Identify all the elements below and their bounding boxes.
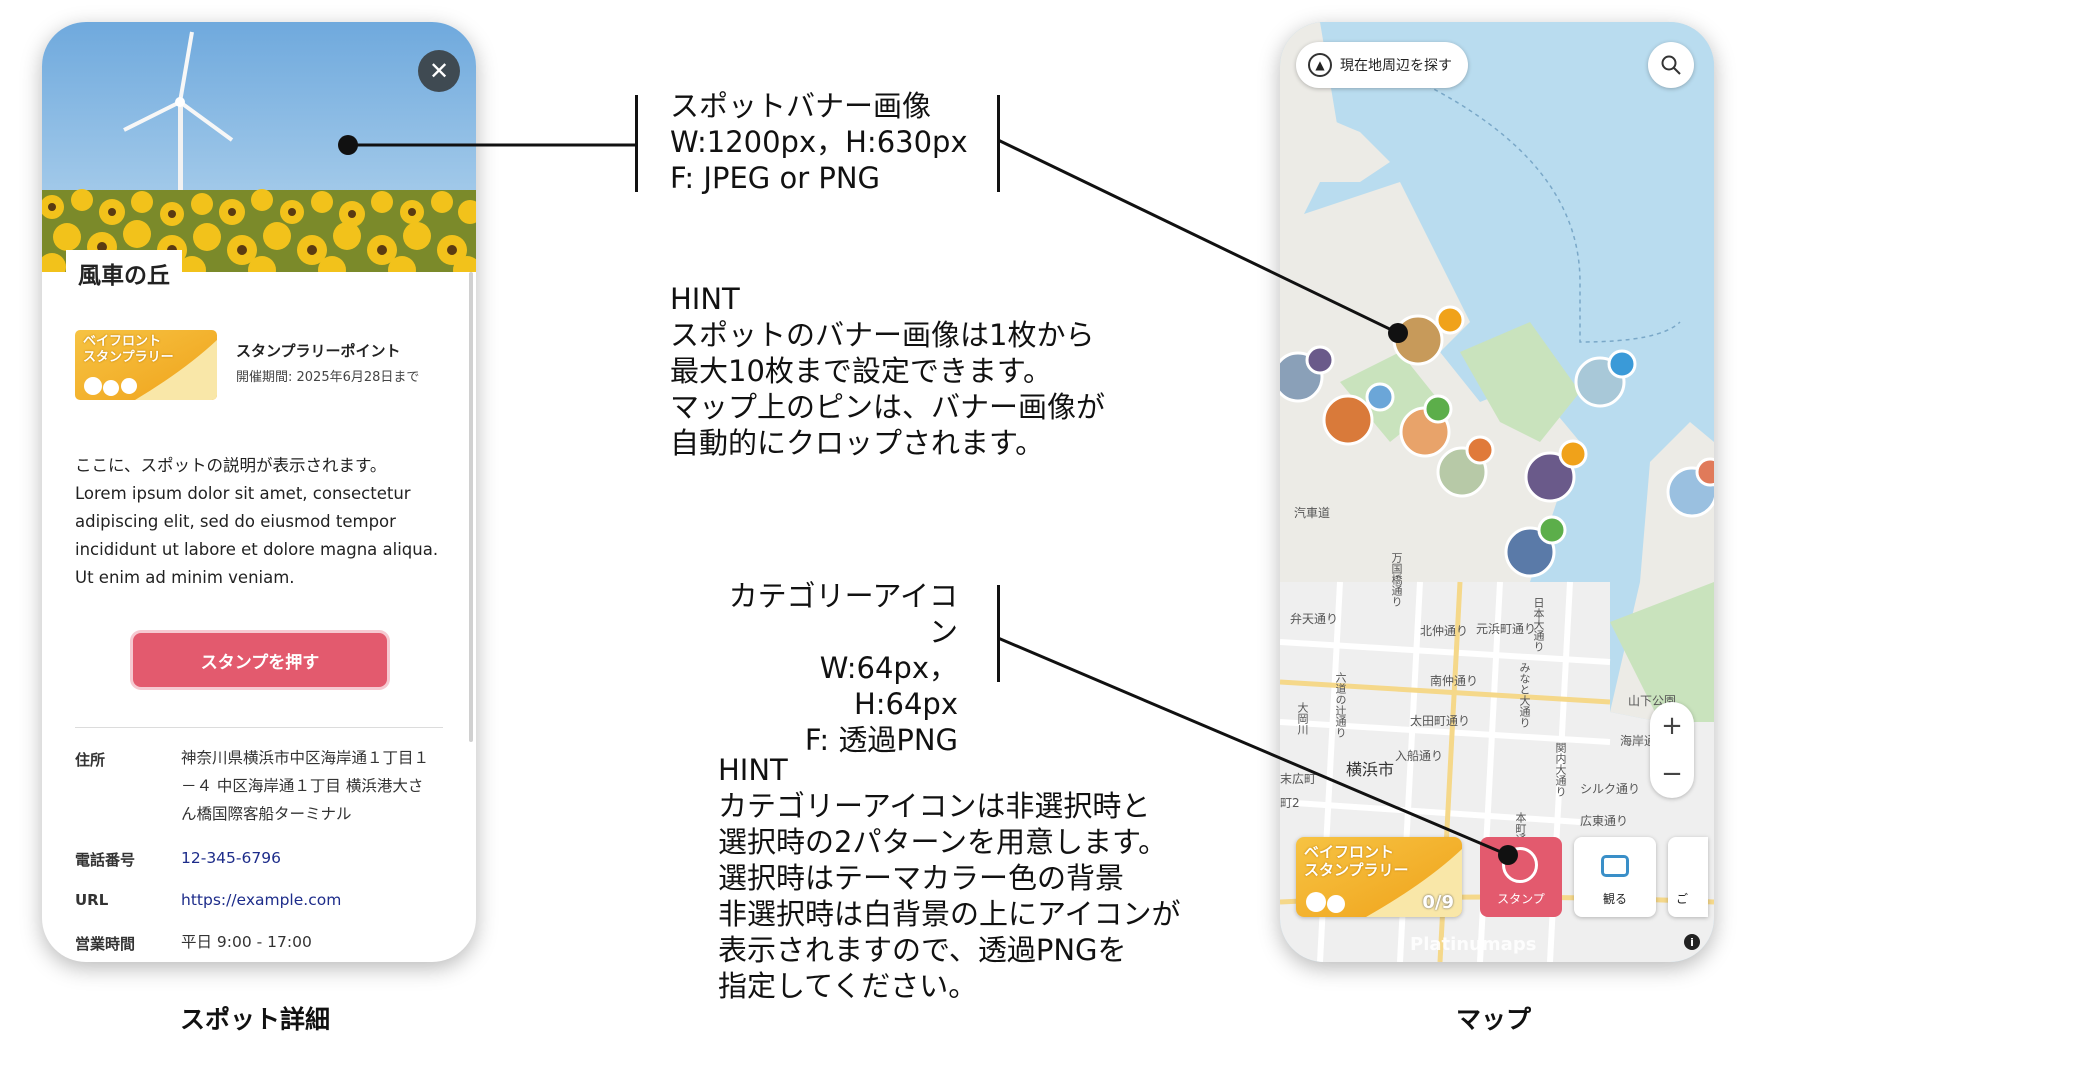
annotation-bracket: [997, 585, 1000, 682]
street-label: シルク通り: [1580, 782, 1641, 796]
street-label: 元浜町通り: [1476, 622, 1537, 636]
spot-banner-image: [42, 22, 476, 272]
street-label: 日本大通り: [1532, 597, 1545, 652]
map-canvas[interactable]: [1280, 22, 1714, 962]
stamp-icon: [1502, 847, 1538, 883]
category-tab-next[interactable]: ご: [1668, 837, 1708, 917]
phone-label: 電話番号: [75, 851, 136, 869]
map-caption: マップ: [1456, 1005, 1532, 1034]
street-label: 弁天通り: [1290, 612, 1339, 626]
next-tab-label: ご: [1676, 892, 1689, 906]
hours-value: 平日 9:00 - 17:00: [181, 933, 312, 951]
address-label: 住所: [75, 751, 106, 769]
map-watermark: Platinumaps: [1410, 934, 1537, 955]
zoom-in-button[interactable]: +: [1661, 711, 1683, 741]
map-rally-line1: ベイフロント: [1304, 843, 1395, 861]
camera-icon: [1601, 855, 1629, 877]
rally-card-line2: スタンプラリー: [83, 350, 174, 365]
map-rally-line2: スタンプラリー: [1304, 861, 1409, 879]
street-label: 万国橋通り: [1390, 552, 1403, 607]
street-label: 汽車道: [1294, 506, 1331, 520]
nearby-search-label: 現在地周辺を探す: [1340, 58, 1452, 74]
map-screen: 汽車道 万国橋通り 弁天通り 北仲通り 元浜町通り 南仲通り 太田町通り 入船通…: [1280, 22, 1714, 962]
banner-spec-annotation: スポットバナー画像 W:1200px，H:630px F: JPEG or PN…: [670, 89, 968, 195]
street-label: 町2: [1280, 796, 1300, 810]
search-icon: [1661, 55, 1681, 75]
spot-description: ここに、スポットの説明が表示されます。 Lorem ipsum dolor si…: [75, 456, 439, 587]
street-label: 太田町通り: [1410, 714, 1471, 728]
city-label: 横浜市: [1346, 760, 1395, 779]
street-label: 入船通り: [1395, 749, 1444, 763]
scrollbar[interactable]: [469, 272, 473, 742]
icon-spec-annotation: カテゴリーアイコン W:64px，H:64px F: 透過PNG: [728, 579, 958, 757]
banner-hint-annotation: HINT スポットのバナー画像は1枚から 最大10枚まで設定できます。 マップ上…: [670, 282, 1106, 460]
close-button[interactable]: ✕: [418, 50, 460, 92]
street-label: 末広町: [1280, 772, 1317, 786]
url-link[interactable]: https://example.com: [181, 891, 342, 909]
location-arrow-icon: ▲: [1308, 53, 1332, 77]
street-label: 広東通り: [1580, 814, 1629, 828]
close-icon: ✕: [428, 57, 450, 85]
stamp-tab-label: スタンプ: [1497, 892, 1545, 906]
category-tab-watch[interactable]: 観る: [1574, 837, 1656, 917]
spot-title: 風車の丘: [66, 250, 182, 294]
rally-card-line1: ベイフロント: [83, 334, 162, 349]
street-label: 南仲通り: [1430, 674, 1479, 688]
annotation-bracket: [997, 95, 1000, 192]
stamp-button[interactable]: スタンプを押す: [133, 633, 387, 687]
annotation-bracket: [635, 95, 638, 192]
phone-link[interactable]: 12-345-6796: [181, 849, 281, 867]
zoom-control: + −: [1650, 702, 1694, 798]
street-label: 六道の辻通り: [1334, 672, 1347, 738]
rally-progress-count: 0/9: [1422, 892, 1454, 913]
map-rally-card[interactable]: ベイフロント スタンプラリー 0/9: [1296, 837, 1462, 917]
nearby-search-button[interactable]: ▲ 現在地周辺を探す: [1296, 42, 1468, 88]
street-label: 北仲通り: [1420, 624, 1469, 638]
street-label: 関内大通り: [1554, 742, 1567, 797]
zoom-out-button[interactable]: −: [1661, 759, 1683, 789]
url-label: URL: [75, 891, 109, 909]
search-button[interactable]: [1648, 42, 1694, 88]
rally-period: 開催期間: 2025年6月28日まで: [236, 370, 420, 385]
address-value: 神奈川県横浜市中区海岸通１丁目１ －４ 中区海岸通１丁目 横浜港大さ ん橋国際客…: [181, 749, 430, 823]
spot-detail-caption: スポット詳細: [180, 1005, 331, 1034]
watch-tab-label: 観る: [1602, 892, 1627, 906]
icon-hint-annotation: HINT カテゴリーアイコンは非選択時と 選択時の2パターンを用意します。 選択…: [718, 753, 1181, 1003]
stamp-rally-card[interactable]: ベイフロント スタンプラリー: [75, 330, 217, 400]
rally-point-name: スタンプラリーポイント: [236, 342, 401, 360]
hours-label: 営業時間: [75, 935, 136, 953]
map-info-icon[interactable]: i: [1684, 934, 1700, 950]
spot-detail-screen: ✕ 風車の丘 ベイフロント スタンプラリー スタンプラリーポイント 開催期間: …: [42, 22, 476, 962]
street-label: 大岡川: [1296, 702, 1309, 735]
divider: [75, 727, 443, 728]
street-label: みなと大通り: [1518, 662, 1531, 728]
